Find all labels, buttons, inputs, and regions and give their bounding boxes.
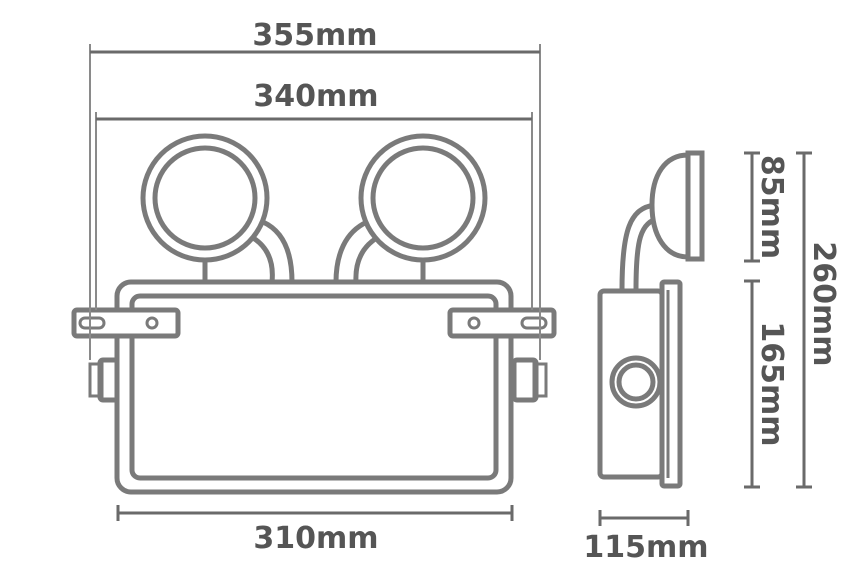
right-cable-gland: [511, 357, 548, 403]
left-lamp-head: [140, 133, 270, 263]
label-340mm: 340mm: [253, 79, 378, 114]
label-310mm: 310mm: [253, 521, 378, 556]
side-lamp-head: [649, 150, 705, 262]
dimension-165mm: 165mm: [744, 279, 789, 489]
label-260mm: 260mm: [806, 241, 841, 366]
label-355mm: 355mm: [252, 18, 377, 53]
label-115mm: 115mm: [583, 530, 708, 565]
dimension-260mm: 260mm: [796, 151, 841, 489]
side-view: 115mm 85mm 165mm 260mm: [583, 150, 841, 565]
dimension-340mm: 340mm: [95, 79, 533, 310]
dimension-310mm: 310mm: [116, 505, 514, 556]
right-lamp-head: [358, 133, 488, 263]
label-85mm: 85mm: [754, 155, 789, 259]
right-mounting-bracket: [447, 307, 557, 339]
dimension-115mm: 115mm: [583, 510, 709, 565]
dimension-355mm: 355mm: [89, 18, 541, 360]
label-165mm: 165mm: [754, 321, 789, 446]
side-body: [597, 279, 683, 489]
left-mounting-bracket: [71, 307, 181, 339]
front-body: [114, 279, 514, 495]
dimension-85mm: 85mm: [744, 151, 789, 263]
front-view: 355mm 340mm 310mm: [71, 18, 557, 556]
